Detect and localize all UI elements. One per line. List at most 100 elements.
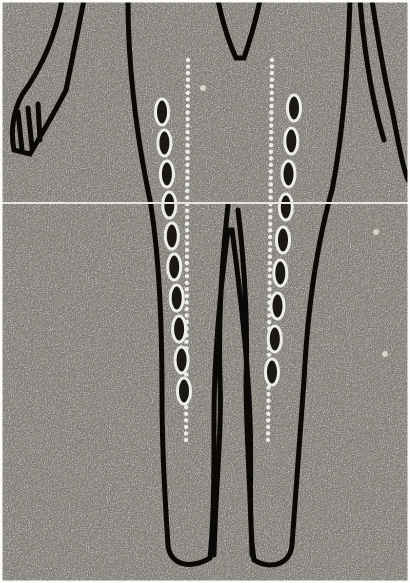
right-leg-oval xyxy=(279,194,292,220)
guide-dot xyxy=(185,209,189,213)
left-leg-oval xyxy=(173,316,186,342)
guide-dot xyxy=(186,71,190,75)
right-leg-oval xyxy=(271,293,284,319)
right-leg-oval xyxy=(274,260,287,286)
guide-dot xyxy=(268,268,272,272)
speck xyxy=(382,351,388,357)
guide-dot xyxy=(267,287,271,291)
guide-dot xyxy=(266,405,270,409)
guide-dot xyxy=(270,91,274,95)
guide-dot xyxy=(186,64,190,68)
guide-dot xyxy=(185,313,189,317)
guide-dot xyxy=(185,248,189,252)
guide-dot xyxy=(266,438,270,442)
guide-dot xyxy=(185,307,189,311)
right-leg-oval xyxy=(268,326,281,352)
right-leg-oval xyxy=(288,95,301,121)
guide-dot xyxy=(186,117,190,121)
guide-dot xyxy=(186,58,190,62)
guide-dot xyxy=(268,189,272,193)
guide-dot xyxy=(185,235,189,239)
guide-dot xyxy=(266,431,270,435)
guide-dot xyxy=(268,235,272,239)
guide-dot xyxy=(268,261,272,265)
guide-dot xyxy=(269,182,273,186)
speck xyxy=(200,85,206,91)
right-leg-oval xyxy=(282,161,295,187)
right-leg-oval xyxy=(266,359,279,385)
guide-dot xyxy=(270,71,274,75)
guide-dot xyxy=(185,195,189,199)
guide-dot xyxy=(184,418,188,422)
guide-dot xyxy=(186,91,190,95)
guide-dot xyxy=(268,254,272,258)
left-leg-oval xyxy=(170,285,183,311)
guide-dot xyxy=(184,340,188,344)
guide-dot xyxy=(270,64,274,68)
guide-dot xyxy=(184,425,188,429)
guide-dot xyxy=(185,136,189,140)
guide-dot xyxy=(269,117,273,121)
left-leg-oval xyxy=(158,130,171,156)
guide-dot xyxy=(186,78,190,82)
guide-dot xyxy=(268,228,272,232)
guide-dot xyxy=(269,104,273,108)
guide-dot xyxy=(269,130,273,134)
guide-dot xyxy=(266,418,270,422)
guide-dot xyxy=(267,320,271,324)
guide-dot xyxy=(266,412,270,416)
left-leg-oval xyxy=(160,161,173,187)
guide-dot xyxy=(185,130,189,134)
guide-dot xyxy=(184,431,188,435)
guide-dot xyxy=(185,143,189,147)
guide-dot xyxy=(270,58,274,62)
guide-dot xyxy=(268,274,272,278)
guide-dot xyxy=(268,241,272,245)
guide-dot xyxy=(270,78,274,82)
guide-dot xyxy=(184,438,188,442)
guide-dot xyxy=(184,405,188,409)
guide-dot xyxy=(269,143,273,147)
guide-dot xyxy=(185,182,189,186)
guide-dot xyxy=(185,169,189,173)
guide-dot xyxy=(269,156,273,160)
guide-dot xyxy=(269,163,273,167)
guide-dot xyxy=(268,281,272,285)
guide-dot xyxy=(269,150,273,154)
guide-dot xyxy=(185,241,189,245)
guide-dot xyxy=(266,399,270,403)
guide-dot xyxy=(270,84,274,88)
guide-dot xyxy=(185,156,189,160)
guide-dot xyxy=(269,136,273,140)
guide-dot xyxy=(185,261,189,265)
guide-dot xyxy=(269,176,273,180)
guide-dot xyxy=(186,123,190,127)
left-leg-oval xyxy=(168,254,181,280)
right-leg-oval xyxy=(285,128,298,154)
guide-dot xyxy=(185,254,189,258)
guide-dot xyxy=(268,222,272,226)
guide-dot xyxy=(185,228,189,232)
guide-dot xyxy=(267,353,271,357)
guide-dot xyxy=(185,215,189,219)
guide-dot xyxy=(269,110,273,114)
guide-dot xyxy=(269,97,273,101)
guide-dot xyxy=(185,176,189,180)
guide-dot xyxy=(185,163,189,167)
left-leg-oval xyxy=(165,223,178,249)
left-leg-oval xyxy=(156,99,169,125)
guide-dot xyxy=(186,97,190,101)
guide-dot xyxy=(186,84,190,88)
guide-dot xyxy=(268,215,272,219)
speck xyxy=(373,229,379,235)
guide-dot xyxy=(185,189,189,193)
guide-dot xyxy=(185,222,189,226)
guide-dot xyxy=(185,287,189,291)
guide-dot xyxy=(268,248,272,252)
guide-dot xyxy=(186,104,190,108)
guide-dot xyxy=(184,412,188,416)
guide-dot xyxy=(268,195,272,199)
guide-dot xyxy=(185,294,189,298)
